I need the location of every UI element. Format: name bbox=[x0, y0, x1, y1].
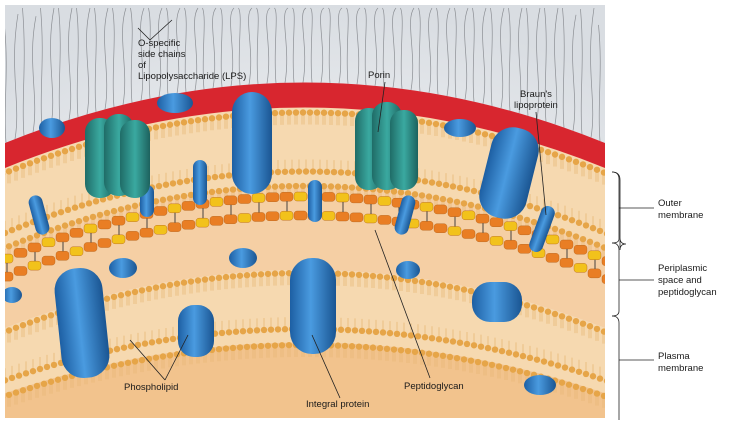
protein bbox=[394, 195, 416, 235]
label-phospholipid: Phospholipid bbox=[124, 382, 178, 393]
label-peptidoglycan: Peptidoglycan bbox=[404, 381, 464, 392]
brauns-lipoprotein-shape bbox=[529, 206, 555, 252]
lps-side-chains bbox=[5, 7, 601, 143]
protein bbox=[444, 119, 476, 137]
protein bbox=[308, 180, 322, 222]
porin-right bbox=[355, 102, 418, 190]
protein bbox=[157, 93, 193, 113]
protein bbox=[39, 118, 65, 138]
label-periplasmic-space: Periplasmic space and peptidoglycan bbox=[658, 263, 717, 298]
porin-left bbox=[85, 114, 150, 198]
label-brauns-lipoprotein: Braun's lipoprotein bbox=[514, 89, 558, 111]
protein bbox=[28, 195, 50, 235]
protein bbox=[524, 375, 556, 395]
label-plasma-membrane: Plasma membrane bbox=[658, 351, 703, 374]
protein bbox=[193, 160, 207, 205]
label-integral-protein: Integral protein bbox=[306, 399, 369, 410]
integral-protein bbox=[232, 92, 272, 194]
integral-protein bbox=[479, 127, 539, 219]
label-lps: O-specific side chains of Lipopolysaccha… bbox=[138, 38, 246, 82]
integral-protein bbox=[290, 258, 336, 354]
integral-protein bbox=[472, 282, 522, 322]
integral-protein bbox=[178, 305, 214, 357]
labels: O-specific side chains of Lipopolysaccha… bbox=[124, 38, 717, 410]
lps-layer bbox=[5, 82, 605, 169]
protein bbox=[229, 248, 257, 268]
peptidoglycan-layer bbox=[5, 191, 605, 284]
protein bbox=[396, 261, 420, 279]
leader-lines bbox=[129, 19, 547, 399]
label-outer-membrane: Outer membrane bbox=[658, 198, 703, 221]
protein bbox=[109, 258, 137, 278]
layer-brackets bbox=[611, 171, 654, 420]
protein bbox=[5, 287, 22, 303]
membrane-proteins bbox=[5, 92, 556, 395]
label-porin: Porin bbox=[368, 70, 390, 81]
integral-protein bbox=[54, 267, 110, 379]
